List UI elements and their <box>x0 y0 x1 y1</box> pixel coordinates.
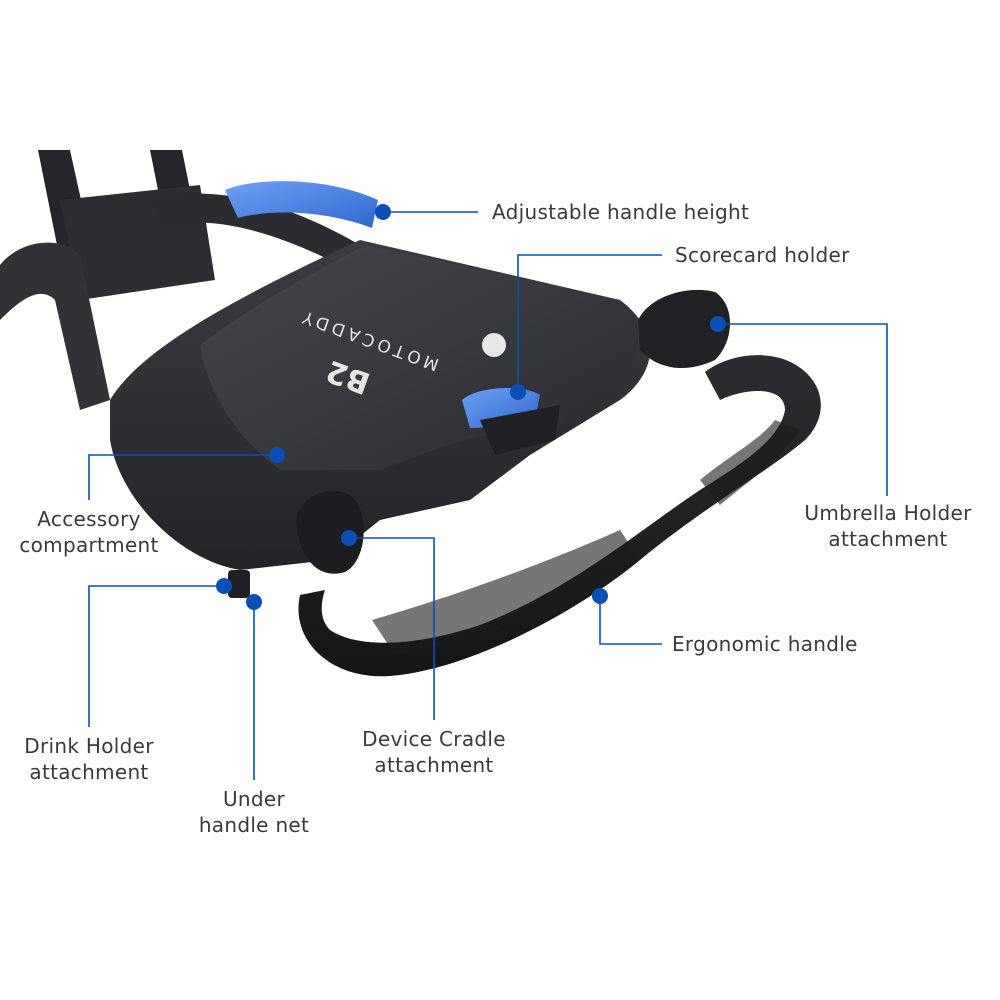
dot-scorecard-holder <box>510 384 526 400</box>
dot-device-cradle <box>341 530 357 546</box>
ergonomic-handle-loop <box>298 355 821 677</box>
leader-umbrella-holder <box>718 323 888 496</box>
drink-holder-fitting <box>228 570 250 598</box>
dot-under-handle-net <box>246 594 262 610</box>
label-accessory-compartment: Accessory compartment <box>19 507 159 557</box>
grip-segment <box>700 420 800 505</box>
label-drink-holder-attachment: Drink Holder attachment <box>24 734 154 784</box>
dot-drink-holder <box>216 578 232 594</box>
umbrella-holder-knob <box>638 289 730 369</box>
leader-drink-holder <box>88 585 224 727</box>
dot-ergonomic-handle <box>592 588 608 604</box>
motocaddy-logo-icon <box>482 333 506 357</box>
leader-ergonomic-handle <box>599 596 662 645</box>
label-device-cradle-attachment: Device Cradle attachment <box>362 727 506 777</box>
adjustable-handle-lever <box>225 181 378 228</box>
leader-scorecard-holder <box>517 254 662 392</box>
label-under-handle-net: Under handle net <box>198 787 310 837</box>
grip-segment <box>372 530 640 655</box>
label-umbrella-holder-attachment: Umbrella Holder attachment <box>804 501 972 551</box>
callout-leaders <box>88 211 888 780</box>
dot-umbrella-holder <box>710 316 726 332</box>
trolley-handle-illustration: MOTOCADDY B2 <box>0 150 821 677</box>
leader-device-cradle <box>349 537 435 720</box>
label-ergonomic-handle: Ergonomic handle <box>672 632 858 656</box>
device-cradle-knob <box>296 491 364 574</box>
upper-frame-tube <box>150 193 360 265</box>
dot-accessory-compartment <box>269 447 285 463</box>
scorecard-clip-base <box>480 405 560 455</box>
left-frame-tube <box>0 242 110 410</box>
leader-accessory-compartment <box>88 454 277 500</box>
label-adjustable-handle-height: Adjustable handle height <box>492 200 750 224</box>
label-scorecard-holder: Scorecard holder <box>675 243 850 267</box>
callout-dots <box>216 204 726 610</box>
dot-adjustable-handle-height <box>375 204 391 220</box>
